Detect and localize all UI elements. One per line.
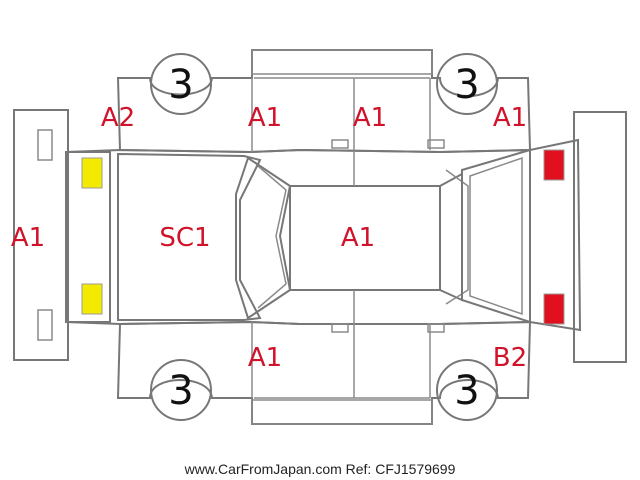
code-roof: A1: [341, 223, 375, 253]
code-left-front-door: A1: [248, 103, 282, 133]
rear-lamp-top: [543, 149, 565, 181]
rear-window: [439, 172, 463, 302]
left-side-panel: [116, 49, 532, 154]
rear-bumper: [573, 111, 627, 363]
code-left-rear-quarter: A1: [493, 103, 527, 133]
tire-front-left: [150, 53, 212, 115]
car-body-outline: [65, 138, 582, 332]
code-right-front-door: A1: [248, 343, 282, 373]
right-side-panel: [116, 320, 532, 425]
trunk-inner: [469, 156, 523, 316]
windshield: [235, 156, 292, 320]
hood: [117, 152, 262, 321]
left-side-roof-rail: [251, 49, 433, 75]
tire-label-front-left: 3: [168, 62, 193, 108]
right-front-door-handle: [331, 323, 349, 333]
right-rear-door-handle: [427, 323, 445, 333]
tire-front-right: [150, 359, 212, 421]
left-rear-door-handle: [427, 139, 445, 149]
code-hood: SC1: [159, 223, 210, 253]
front-face: [66, 151, 111, 323]
front-bumper-sensor-bottom: [37, 309, 53, 341]
tire-rear-left: [436, 53, 498, 115]
right-side-rocker: [251, 399, 433, 425]
code-front-left-fender: A2: [101, 103, 135, 133]
windshield-inner: [257, 165, 287, 309]
front-lamp-bottom: [81, 283, 103, 315]
code-left-rear-door: A1: [353, 103, 387, 133]
tire-rear-right: [436, 359, 498, 421]
tire-label-rear-right: 3: [454, 368, 479, 414]
code-right-rear-quarter: B2: [493, 343, 527, 373]
front-bumper-sensor-top: [37, 129, 53, 161]
footer-watermark: www.CarFromJapan.com Ref: CFJ1579699: [184, 461, 456, 477]
left-front-door-handle: [331, 139, 349, 149]
code-front-bumper: A1: [11, 223, 45, 253]
front-bumper: [13, 109, 69, 361]
front-lamp-top: [81, 157, 103, 189]
tire-label-rear-left: 3: [454, 62, 479, 108]
rear-lamp-bottom: [543, 293, 565, 325]
tire-label-front-right: 3: [168, 368, 193, 414]
rear-window-frame: [445, 169, 469, 305]
